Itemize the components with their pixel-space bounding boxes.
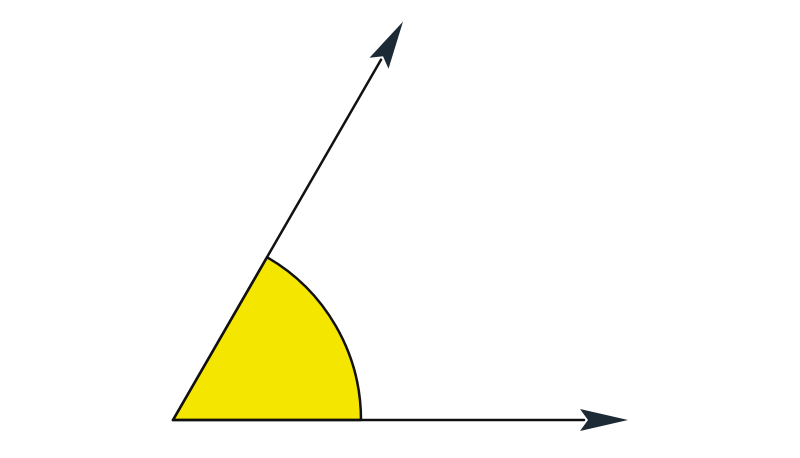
inclined-ray xyxy=(171,58,383,422)
horizontal-arrowhead-icon xyxy=(580,409,628,431)
angle-sector xyxy=(171,255,363,422)
inclined-arrowhead-icon xyxy=(369,21,403,69)
